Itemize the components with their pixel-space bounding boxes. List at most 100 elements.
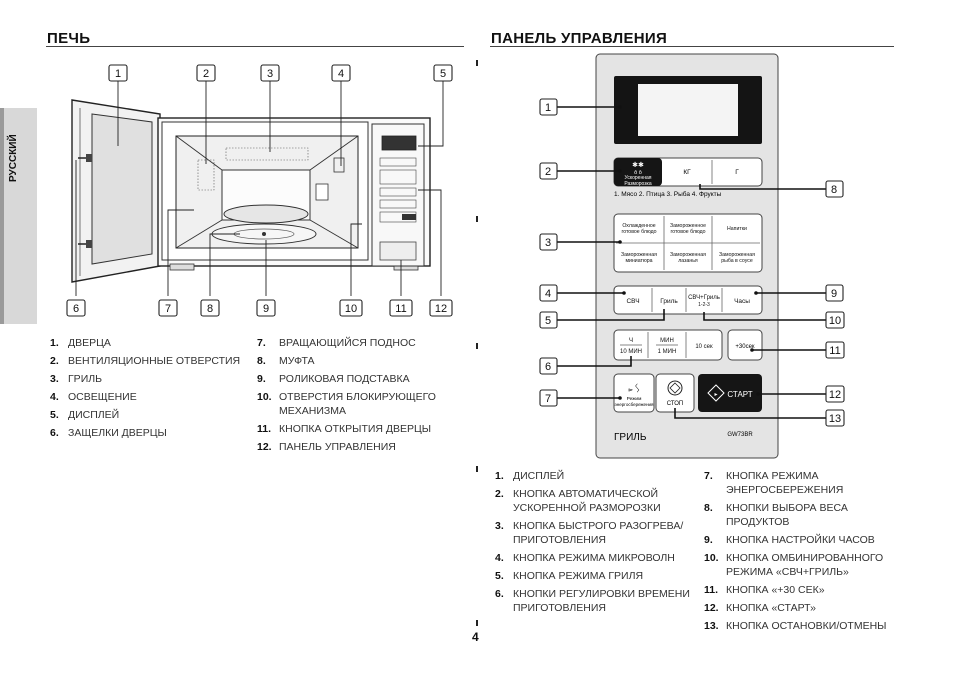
legend-item: 3.КНОПКА БЫСТРОГО РАЗОГРЕВА/ ПРИГОТОВЛЕН… [495,520,684,546]
eco-button[interactable] [613,373,655,413]
legend-item: 8.КНОПКИ ВЫБОРА ВЕСА ПРОДУКТОВ [704,502,848,528]
legend-item: 9.КНОПКА НАСТРОЙКИ ЧАСОВ [704,534,875,546]
oven-leader-lines [75,80,444,296]
panel-callout-11: 11 [829,345,840,357]
defrost-label: Ускоренная [625,175,652,181]
chilled-meal-button[interactable]: готовое блюдо [621,229,656,235]
food-list: 1. Мясо 2. Птица 3. Рыба 4. Фрукты [614,190,722,198]
combo-button[interactable]: 1-2-3 [698,302,710,308]
stop-label: СТОП [667,401,684,407]
legend-item: 5.ДИСПЛЕЙ [50,409,120,421]
oven-callout-4: 4 [338,68,344,80]
legend-item: 11.КНОПКА «+30 СЕК» [704,584,825,596]
chilled-meal-button[interactable]: Охлажденное [622,223,655,229]
g-button[interactable]: Г [735,169,739,176]
panel-leader-lines [557,106,826,419]
page-number: 4 [472,630,479,644]
legend-item: 4.ОСВЕЩЕНИЕ [50,391,137,403]
legend-item: 3.ГРИЛЬ [50,373,103,385]
oven-section-title: ПЕЧЬ [47,30,91,47]
oven-callout-6: 6 [73,303,79,315]
legend-item: 9.РОЛИКОВАЯ ПОДСТАВКА [257,373,410,385]
microwave-button[interactable]: СВЧ [626,298,639,305]
eco-icon: ⊳ᛊ [627,383,640,395]
clock-button[interactable]: Часы [734,298,750,305]
ten-min-button[interactable]: 10 МИН [620,349,642,355]
oven-callout-7: 7 [165,303,171,315]
panel-callout-5: 5 [545,315,551,327]
oven-callout-10: 10 [345,303,357,315]
defrost-icon: ô ô [634,170,642,176]
frozen-meal-button[interactable]: Замороженное [670,223,706,229]
panel-legend-left: 1.ДИСПЛЕЙ 2.КНОПКА АВТОМАТИЧЕСКОЙ УСКОРЕ… [495,469,693,619]
panel-callout-4: 4 [545,288,551,300]
crop-mark [476,60,478,66]
frozen-fish-button[interactable]: Замороженная [719,252,755,258]
oven-callout-8: 8 [207,303,213,315]
start-button[interactable] [698,374,762,412]
oven-callouts [66,64,453,317]
start-icon [707,384,725,402]
legend-item: 7.КНОПКА РЕЖИМА ЭНЕРГОСБЕРЕЖЕНИЯ [704,470,844,496]
oven-callout-12: 12 [435,303,447,315]
legend-item: 4.КНОПКА РЕЖИМА МИКРОВОЛН [495,552,675,564]
oven-callout-1: 1 [115,68,121,80]
crop-mark [476,620,478,626]
oven-diagram: 1 2 3 4 5 6 7 8 9 10 11 12 [66,64,453,317]
oven-callout-3: 3 [267,68,273,80]
panel-callout-9: 9 [831,288,837,300]
oven-door [71,99,161,283]
language-tab [0,108,37,324]
eco-label: Режим [627,396,642,402]
hour-button[interactable]: Ч [629,338,633,344]
frozen-meal-button[interactable]: готовое блюдо [670,229,705,235]
legend-item: 7.ВРАЩАЮЩИЙСЯ ПОДНОС [257,337,416,349]
plus30-label: +30сек [735,344,755,350]
legend-item: 11.КНОПКА ОТКРЫТИЯ ДВЕРЦЫ [257,423,432,435]
oven-callout-2: 2 [203,68,209,80]
model-label: GW73BR [727,432,753,438]
frozen-lasagna-button[interactable]: лазанья [678,258,698,264]
panel-legend-right: 7.КНОПКА РЕЖИМА ЭНЕРГОСБЕРЕЖЕНИЯ 8.КНОПК… [704,469,904,637]
panel-callout-2: 2 [545,166,551,178]
legend-item: 5.КНОПКА РЕЖИМА ГРИЛЯ [495,570,644,582]
start-label: СТАРТ [727,390,752,399]
oven-control-panel [371,123,425,267]
drinks-button[interactable]: Напитки [727,226,747,232]
brand-label: ГРИЛЬ [614,432,647,443]
grill-button[interactable]: Гриль [660,298,678,305]
eco-label: энергосбережения [614,402,654,407]
legend-item: 6.КНОПКИ РЕГУЛИРОВКИ ВРЕМЕНИ ПРИГОТОВЛЕН… [495,588,690,614]
defrost-button[interactable] [614,158,662,186]
frozen-fish-button[interactable]: рыба в соусе [721,258,753,264]
panel-callout-3: 3 [545,237,551,249]
defrost-label: Разморозка [624,181,651,187]
panel-callout-10: 10 [829,315,841,327]
legend-item: 12.КНОПКА «СТАРТ» [704,602,816,614]
panel-leader-dots [618,105,760,400]
frozen-mini-button[interactable]: миниатюра [625,258,652,264]
crop-mark [476,216,478,222]
mode-buttons [613,285,763,315]
combo-button[interactable]: СВЧ+Гриль [688,295,720,301]
minute-button[interactable]: МИН [660,338,674,344]
oven-title-rule [46,46,464,47]
oven-callout-5: 5 [440,68,446,80]
frozen-mini-button[interactable]: Замороженная [621,252,657,258]
one-min-button[interactable]: 1 МИН [658,349,677,355]
ten-sec-button[interactable]: 10 сек [695,344,713,350]
oven-callout-11: 11 [395,303,406,315]
legend-item: 2.КНОПКА АВТОМАТИЧЕСКОЙ УСКОРЕННОЙ РАЗМО… [495,488,661,514]
frozen-lasagna-button[interactable]: Замороженная [670,252,706,258]
plus30-button[interactable] [727,329,763,361]
legend-item: 12.ПАНЕЛЬ УПРАВЛЕНИЯ [257,441,396,453]
legend-item: 6.ЗАЩЕЛКИ ДВЕРЦЫ [50,427,167,439]
start-icon: ▸ [714,392,717,398]
panel-callout-8: 8 [831,184,837,196]
oven-callout-9: 9 [263,303,269,315]
language-tab-bar [0,108,4,324]
panel-callout-12: 12 [829,389,841,401]
legend-item: 10.ОТВЕРСТИЯ БЛОКИРУЮЩЕГО МЕХАНИЗМА [257,391,436,417]
panel-callouts [539,98,845,427]
kg-button[interactable]: КГ [683,169,691,176]
